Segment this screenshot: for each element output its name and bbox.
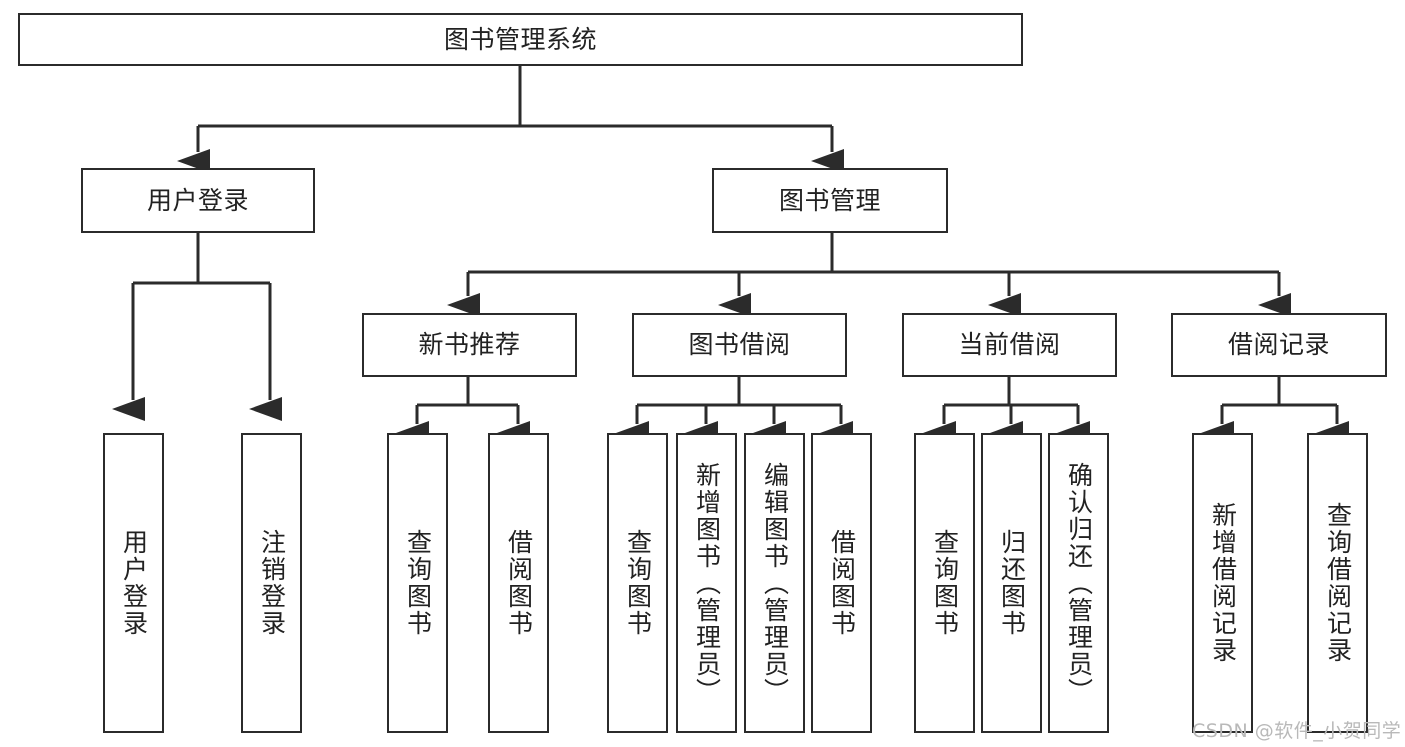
node-new-book-recommend-label: 新书推荐	[418, 330, 521, 359]
leaf-book-borrow-edit[interactable]: 编辑图书（管理员）	[744, 433, 805, 733]
leaf-current-borrow-confirm-label: 确认归还（管理员）	[1064, 461, 1094, 705]
leaf-book-borrow-query-label: 查询图书	[623, 529, 653, 637]
leaf-current-borrow-return[interactable]: 归还图书	[981, 433, 1042, 733]
node-current-borrow[interactable]: 当前借阅	[902, 313, 1117, 377]
leaf-new-book-borrow[interactable]: 借阅图书	[488, 433, 549, 733]
leaf-book-borrow-add-label: 新增图书（管理员）	[692, 461, 722, 705]
node-book-borrow-label: 图书借阅	[688, 330, 791, 359]
leaf-book-borrow-add[interactable]: 新增图书（管理员）	[676, 433, 737, 733]
node-borrow-record[interactable]: 借阅记录	[1171, 313, 1387, 377]
watermark: CSDN @软件_小贺同学	[1192, 720, 1402, 742]
node-root[interactable]: 图书管理系统	[18, 13, 1023, 66]
leaf-book-borrow-borrow[interactable]: 借阅图书	[811, 433, 872, 733]
node-book-manage-label: 图书管理	[778, 185, 881, 215]
leaf-current-borrow-return-label: 归还图书	[997, 529, 1027, 637]
leaf-current-borrow-confirm[interactable]: 确认归还（管理员）	[1048, 433, 1109, 733]
leaf-new-book-borrow-label: 借阅图书	[504, 529, 534, 637]
leaf-new-book-query-label: 查询图书	[403, 529, 433, 637]
node-book-borrow[interactable]: 图书借阅	[632, 313, 847, 377]
leaf-current-borrow-query-label: 查询图书	[930, 529, 960, 637]
leaf-book-borrow-edit-label: 编辑图书（管理员）	[760, 461, 790, 705]
leaf-new-book-query[interactable]: 查询图书	[387, 433, 448, 733]
node-user-login[interactable]: 用户登录	[81, 168, 315, 233]
leaf-user-login-login-label: 用户登录	[119, 529, 149, 637]
leaf-user-login-logout-label: 注销登录	[257, 529, 287, 637]
node-borrow-record-label: 借阅记录	[1227, 330, 1330, 359]
leaf-current-borrow-query[interactable]: 查询图书	[914, 433, 975, 733]
node-user-login-label: 用户登录	[146, 185, 249, 215]
node-book-manage[interactable]: 图书管理	[712, 168, 948, 233]
node-root-label: 图书管理系统	[443, 24, 597, 54]
leaf-book-borrow-borrow-label: 借阅图书	[827, 529, 857, 637]
leaf-borrow-record-add[interactable]: 新增借阅记录	[1192, 433, 1253, 733]
leaf-user-login-login[interactable]: 用户登录	[103, 433, 164, 733]
leaf-borrow-record-add-label: 新增借阅记录	[1208, 502, 1238, 664]
node-new-book-recommend[interactable]: 新书推荐	[362, 313, 577, 377]
leaf-user-login-logout[interactable]: 注销登录	[241, 433, 302, 733]
node-current-borrow-label: 当前借阅	[958, 330, 1061, 359]
leaf-borrow-record-query-label: 查询借阅记录	[1323, 502, 1353, 664]
leaf-book-borrow-query[interactable]: 查询图书	[607, 433, 668, 733]
leaf-borrow-record-query[interactable]: 查询借阅记录	[1307, 433, 1368, 733]
